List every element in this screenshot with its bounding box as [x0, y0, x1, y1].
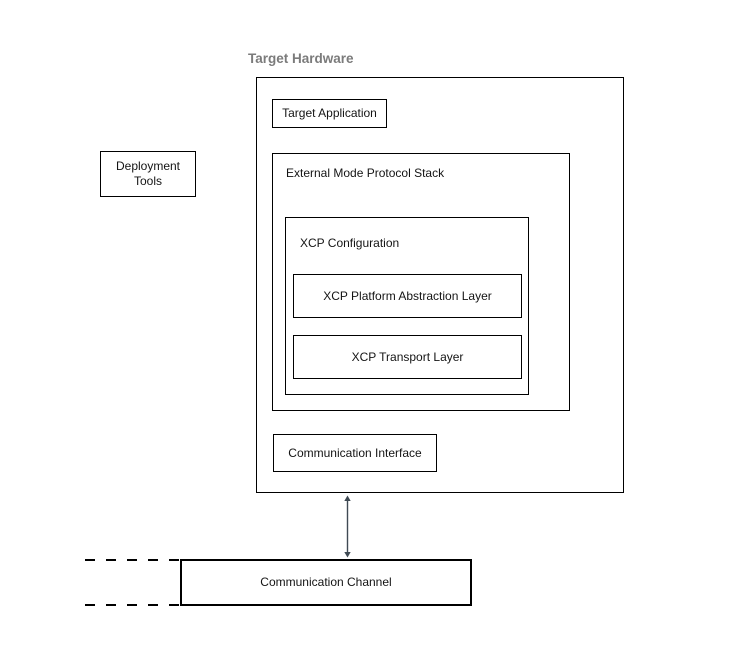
xcp-platform-abstraction-layer-label: XCP Platform Abstraction Layer — [323, 288, 492, 303]
xcp-configuration-label: XCP Configuration — [300, 236, 400, 250]
xcp-platform-abstraction-layer-box: XCP Platform Abstraction Layer — [293, 274, 522, 318]
target-application-label: Target Application — [282, 106, 377, 120]
deployment-tools-box: Deployment Tools — [100, 151, 196, 197]
diagram-title: Target Hardware — [248, 51, 354, 66]
external-mode-protocol-stack-label: External Mode Protocol Stack — [286, 166, 445, 180]
xcp-transport-layer-label: XCP Transport Layer — [351, 349, 464, 364]
communication-channel-box: Communication Channel — [180, 559, 472, 606]
communication-interface-box: Communication Interface — [273, 434, 437, 472]
xcp-transport-layer-box: XCP Transport Layer — [293, 335, 522, 379]
target-to-channel-arrow — [344, 495, 351, 558]
channel-continuation-dashes — [85, 559, 180, 606]
communication-interface-label: Communication Interface — [288, 445, 422, 460]
deployment-tools-label: Deployment Tools — [115, 159, 181, 188]
communication-channel-label: Communication Channel — [260, 575, 392, 589]
target-application-box: Target Application — [272, 99, 387, 128]
